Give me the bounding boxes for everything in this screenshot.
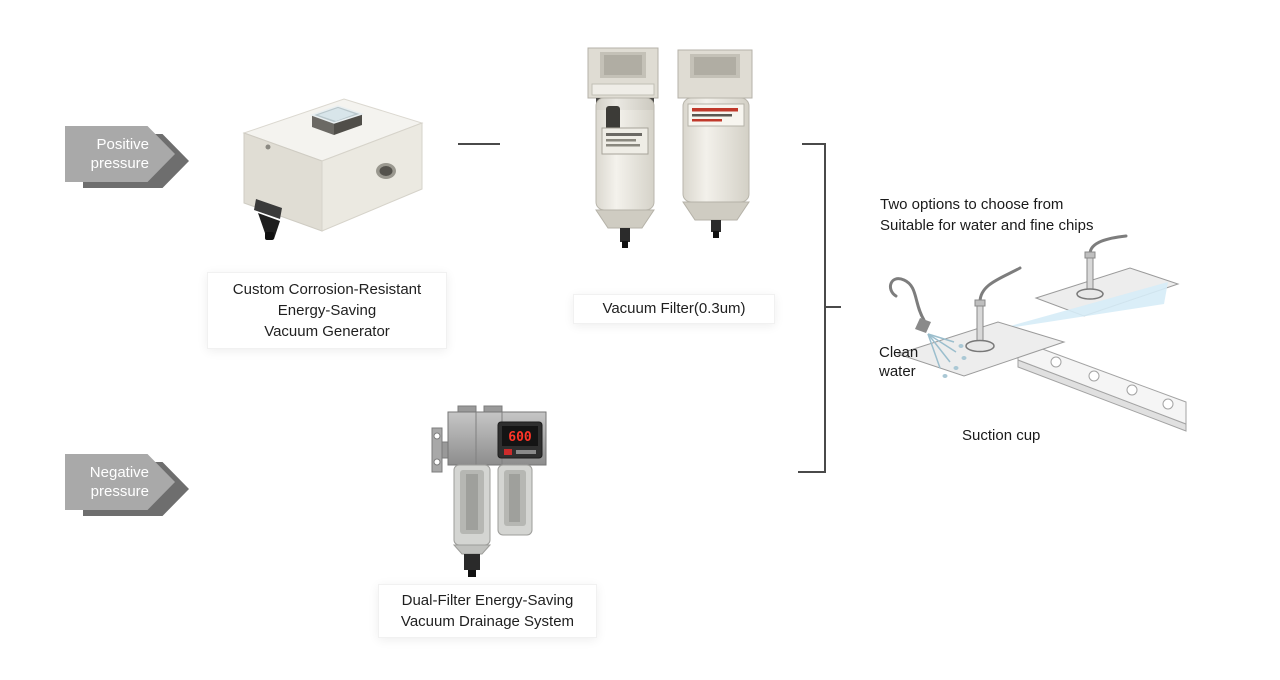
filter-label-card: Vacuum Filter(0.3um) — [573, 294, 775, 324]
positive-pressure-arrow: Positive pressure — [65, 126, 195, 192]
bracket-middle-stub — [824, 306, 841, 308]
clean-water-label: Clean water — [879, 343, 943, 381]
drainage-system-drawing: 600 — [431, 405, 547, 577]
positive-arrow-label-line1: Positive — [96, 136, 149, 153]
generator-port — [376, 163, 396, 179]
connector-generator-filter — [458, 143, 500, 145]
negative-arrow-label-line1: Negative — [89, 464, 149, 481]
drainage-label-line2: Vacuum Drainage System — [400, 613, 575, 630]
positive-arrow-label-line2: pressure — [90, 155, 149, 172]
vacuum-generator-drawing — [242, 98, 424, 240]
generator-label-line1: Custom Corrosion-Resistant — [232, 281, 422, 298]
filter-unit-left — [587, 47, 659, 248]
arrow-front-shape: Negative pressure — [65, 454, 175, 510]
generator-screw — [265, 144, 271, 150]
vacuum-filter-drawing — [587, 47, 753, 248]
drainage-bowls — [452, 464, 533, 555]
suction-cup-label: Suction cup — [962, 427, 1041, 444]
drainage-display-value: 600 — [508, 430, 532, 445]
highlight-wedge — [996, 282, 1168, 330]
drainage-bracket — [431, 427, 453, 473]
drainage-outlet-fitting — [464, 554, 480, 577]
generator-label-line2: Energy-Saving — [277, 302, 377, 319]
drainage-digital-display: 600 — [497, 421, 543, 459]
bracket-vertical-line — [824, 143, 826, 473]
bracket-top-stub — [802, 143, 826, 145]
suction-cup-illustration-drawing — [888, 234, 1187, 432]
generator-right-face — [321, 122, 423, 232]
positive-arrow-label: Positive pressure — [91, 135, 149, 173]
drainage-label-line1: Dual-Filter Energy-Saving — [401, 592, 574, 609]
drainage-system-image: 600 — [428, 398, 550, 578]
application-heading-line1: Two options to choose from — [880, 196, 1064, 213]
filter-unit-right — [677, 49, 753, 238]
clean-water-label-line1: Clean — [879, 344, 919, 361]
generator-nozzle — [254, 199, 282, 240]
drainage-label-card: Dual-Filter Energy-Saving Vacuum Drainag… — [378, 584, 597, 638]
suction-cup-left — [965, 266, 1022, 353]
application-heading: Two options to choose from Suitable for … — [880, 194, 1220, 236]
negative-arrow-label: Negative pressure — [90, 463, 149, 501]
application-illustration — [868, 234, 1190, 434]
bracket-bottom-stub — [798, 471, 826, 473]
generator-label-card: Custom Corrosion-Resistant Energy-Saving… — [207, 272, 447, 349]
suction-cup-right — [1076, 234, 1128, 300]
vacuum-generator-image — [228, 80, 433, 242]
conveyor-strip — [1017, 339, 1187, 432]
water-spray — [888, 277, 967, 378]
filter-label: Vacuum Filter(0.3um) — [602, 300, 746, 317]
negative-arrow-label-line2: pressure — [90, 483, 149, 500]
application-heading-line2: Suitable for water and fine chips — [880, 217, 1094, 234]
negative-pressure-arrow: Negative pressure — [65, 454, 195, 520]
generator-display — [309, 105, 365, 135]
generator-label-line3: Vacuum Generator — [264, 323, 390, 340]
clean-water-label-line2: water — [879, 363, 916, 380]
vacuum-filter-image — [582, 42, 760, 250]
